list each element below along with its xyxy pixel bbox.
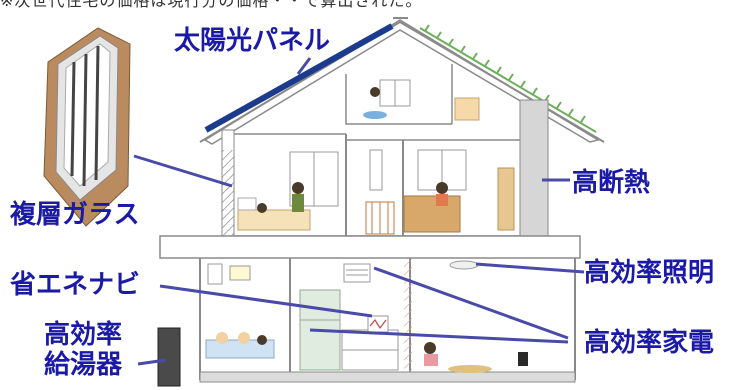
label-energy-navi: 省エネナビ xyxy=(10,270,141,300)
floor-slab xyxy=(159,235,581,259)
insulation-wall xyxy=(519,99,549,237)
ground-floor xyxy=(199,258,576,383)
label-water-heater-line2: 給湯器 xyxy=(44,350,123,380)
air-conditioner xyxy=(343,263,371,283)
window-sample-icon xyxy=(43,27,131,227)
caption-text: ※次世代住宅の価格は現行分の価格・・で算出された。 xyxy=(0,0,423,10)
solar-panel xyxy=(204,23,394,133)
label-water-heater-line1: 高効率 xyxy=(44,320,123,350)
upper-floor xyxy=(221,64,549,237)
person-figure-standing xyxy=(292,182,304,194)
green-roof xyxy=(419,24,597,133)
label-efficient-lighting: 高効率照明 xyxy=(584,258,715,288)
person-figure-sleeping xyxy=(257,203,267,213)
leader-lines xyxy=(133,57,585,366)
water-heater-icon xyxy=(157,327,181,387)
label-multi-layer-glass: 複層ガラス xyxy=(10,200,140,230)
label-solar-panel: 太陽光パネル xyxy=(174,26,331,56)
label-efficient-appliances: 高効率家電 xyxy=(584,328,715,358)
label-high-insulation: 高断熱 xyxy=(572,168,651,198)
label-efficient-water-heater: 高効率 給湯器 xyxy=(44,320,122,380)
person-figure-desk xyxy=(436,182,448,194)
